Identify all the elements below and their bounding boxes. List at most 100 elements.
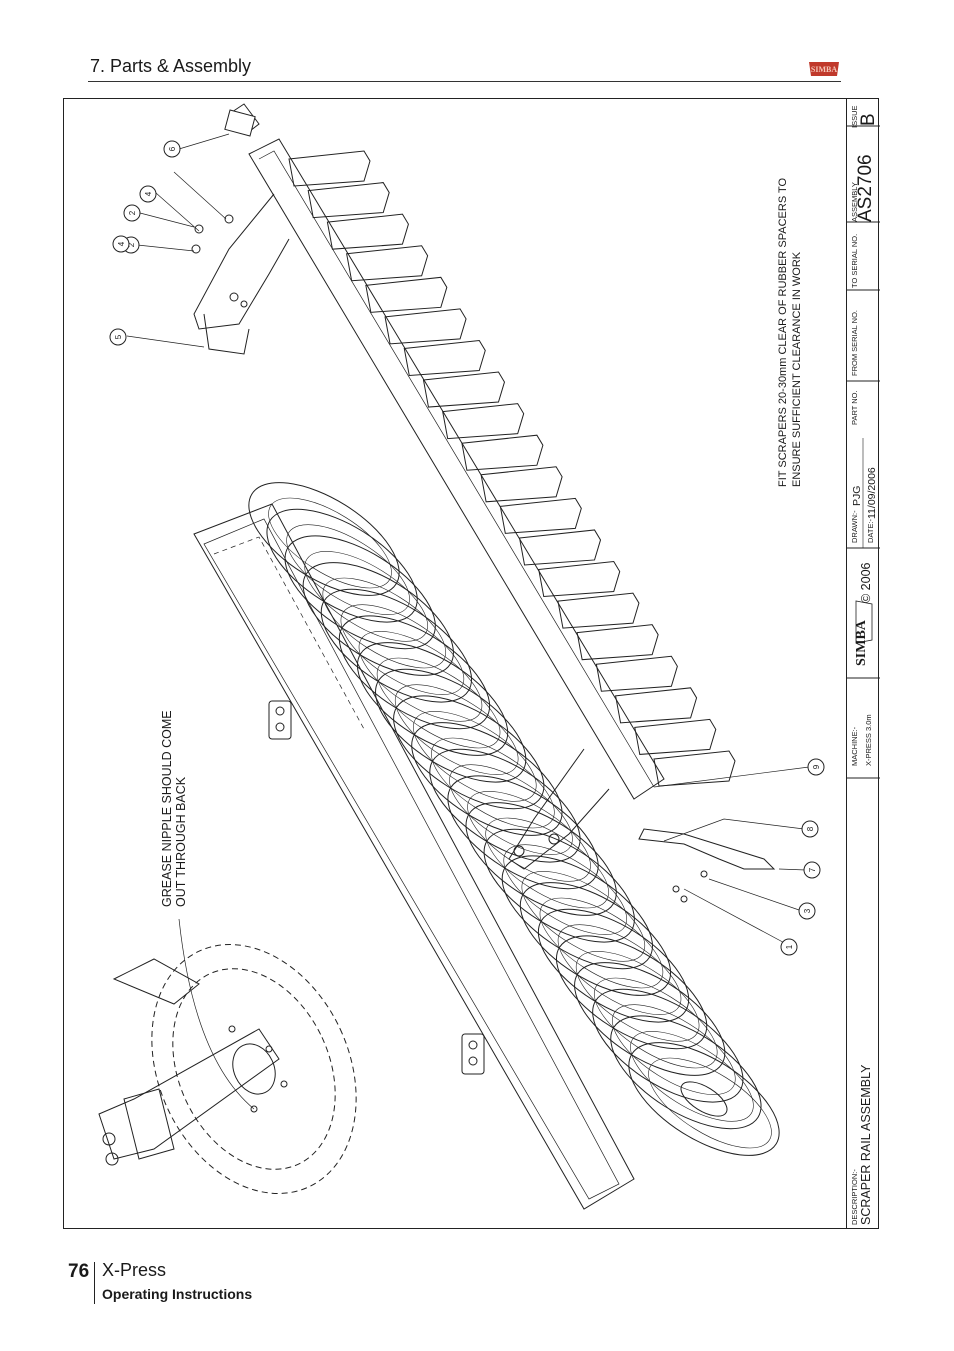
roller-disc <box>284 535 436 650</box>
callout-balloon-number: 2 <box>128 210 137 215</box>
callout-balloon: 5 <box>109 328 127 346</box>
callout-balloons: 1 2 2 3 4 4 5 6 7 8 9 <box>109 140 825 956</box>
scraper-blade <box>442 403 525 440</box>
assembly-number: AS2706 <box>855 154 876 222</box>
roller-disc <box>429 748 581 863</box>
roller-disc <box>519 882 672 996</box>
header-logo-text: SIMBA <box>811 65 837 74</box>
scraper-blade <box>576 624 659 661</box>
roller-disc <box>592 988 744 1103</box>
document-subtitle: Operating Instructions <box>102 1286 253 1302</box>
scraper-blade <box>499 497 582 534</box>
callout-balloon: 7 <box>803 861 821 879</box>
grease-nipple-note: GREASE NIPPLE SHOULD COME OUT THROUGH BA… <box>160 710 188 907</box>
from-serial-label: FROM SERIAL NO. <box>850 310 859 376</box>
roller-disc <box>302 562 454 676</box>
scraper-blade <box>634 718 717 755</box>
scraper-blade <box>538 560 621 598</box>
callout-balloon: 4 <box>139 185 157 203</box>
machine-value: X-PRESS 3.0m <box>864 714 873 766</box>
roller-frame <box>193 503 635 1210</box>
scraper-blade <box>653 750 736 787</box>
roller-disc <box>393 695 545 810</box>
roller-disc <box>501 855 653 970</box>
issue-value: B <box>858 113 879 126</box>
scraper-blade <box>518 529 602 566</box>
callout-balloon: 1 <box>780 938 798 956</box>
to-serial-label: TO SERIAL NO. <box>850 233 859 288</box>
bottom-bracket <box>508 748 776 903</box>
roller-disc <box>447 775 599 890</box>
roller-disc <box>320 588 473 703</box>
date-value: 11/09/2006 <box>866 467 878 519</box>
callout-balloon-number: 6 <box>168 146 177 151</box>
callout-balloon: 6 <box>163 140 181 158</box>
part-no-label: PART NO. <box>850 390 859 425</box>
callout-balloon: 9 <box>807 758 825 776</box>
callout-balloon-number: 7 <box>808 867 817 872</box>
roller-disc <box>266 508 418 623</box>
section-title: 7. Parts & Assembly <box>90 56 252 76</box>
scraper-blade <box>326 213 409 250</box>
scraper-blade <box>595 655 678 692</box>
scraper-rail-drawing: 1 2 2 3 4 4 5 6 7 8 9 <box>98 103 825 1210</box>
callout-balloon: 3 <box>798 902 816 920</box>
roller-disc <box>356 642 509 756</box>
copyright: © 2006 <box>859 562 873 604</box>
roller-disc <box>537 908 690 1023</box>
balloon-leaders <box>126 133 810 948</box>
scraper-note-line-2: ENSURE SUFFICIENT CLEARANCE IN WORK <box>791 251 803 487</box>
scraper-blade <box>614 687 698 724</box>
roller-disc <box>555 935 708 1050</box>
callout-balloon-number: 1 <box>785 944 794 949</box>
callout-balloon-number: 9 <box>812 764 821 769</box>
callout-balloon-number: 3 <box>803 908 812 913</box>
scraper-blade <box>461 434 544 471</box>
top-bracket <box>191 193 290 355</box>
scraper-blade <box>403 339 486 377</box>
callout-balloon-number: 4 <box>144 191 153 196</box>
drawing-frame <box>63 98 879 1229</box>
grease-note-line-1: GREASE NIPPLE SHOULD COME <box>160 710 174 907</box>
end-view-detail <box>98 918 357 1194</box>
scraper-blade <box>365 276 448 313</box>
scraper-blade <box>480 466 563 503</box>
simba-logo-icon: SIMBA <box>807 58 841 78</box>
callout-balloon-number: 8 <box>806 826 815 831</box>
scraper-clearance-note: FIT SCRAPERS 20-30mm CLEAR OF RUBBER SPA… <box>776 178 804 487</box>
roller-disc <box>248 482 400 596</box>
callout-balloon-number: 4 <box>117 241 126 246</box>
callout-balloon-number: 2 <box>127 242 136 247</box>
page-number: 76 <box>68 1261 90 1282</box>
drawn-value: PJG <box>851 485 863 506</box>
product-name: X-Press <box>102 1260 167 1280</box>
scraper-rail <box>224 103 665 800</box>
scraper-blade <box>384 308 467 345</box>
roller-disc <box>610 1015 762 1130</box>
title-block-frame <box>846 98 880 1229</box>
roller-disc <box>628 1042 780 1156</box>
scraper-note-line-1: FIT SCRAPERS 20-30mm CLEAR OF RUBBER SPA… <box>777 177 789 487</box>
drawn-label: DRAWN:- <box>850 510 859 543</box>
callout-balloon: 8 <box>801 820 819 838</box>
scraper-blade <box>346 245 429 282</box>
roller-hub <box>680 1081 728 1117</box>
description-value: SCRAPER RAIL ASSEMBLY <box>859 1064 873 1225</box>
scraper-blade <box>557 592 640 629</box>
grease-note-line-2: OUT THROUGH BACK <box>174 776 188 907</box>
header-rule <box>88 81 841 82</box>
roller-disc <box>375 668 527 783</box>
callout-balloon: 4 <box>112 235 130 253</box>
scraper-blades <box>288 150 736 787</box>
title-block-logo-text: SIMBA <box>854 620 869 666</box>
roller-disc <box>411 722 563 836</box>
scraper-blade <box>307 182 390 219</box>
roller-discs <box>248 482 780 1156</box>
roller-disc <box>338 615 491 730</box>
callout-balloon-number: 5 <box>114 334 123 339</box>
machine-label: MACHINE:- <box>850 726 859 766</box>
date-label: DATE:- <box>866 518 875 543</box>
roller-disc <box>574 962 726 1076</box>
title-block-logo-icon <box>855 600 873 644</box>
footer-divider <box>94 1262 96 1304</box>
